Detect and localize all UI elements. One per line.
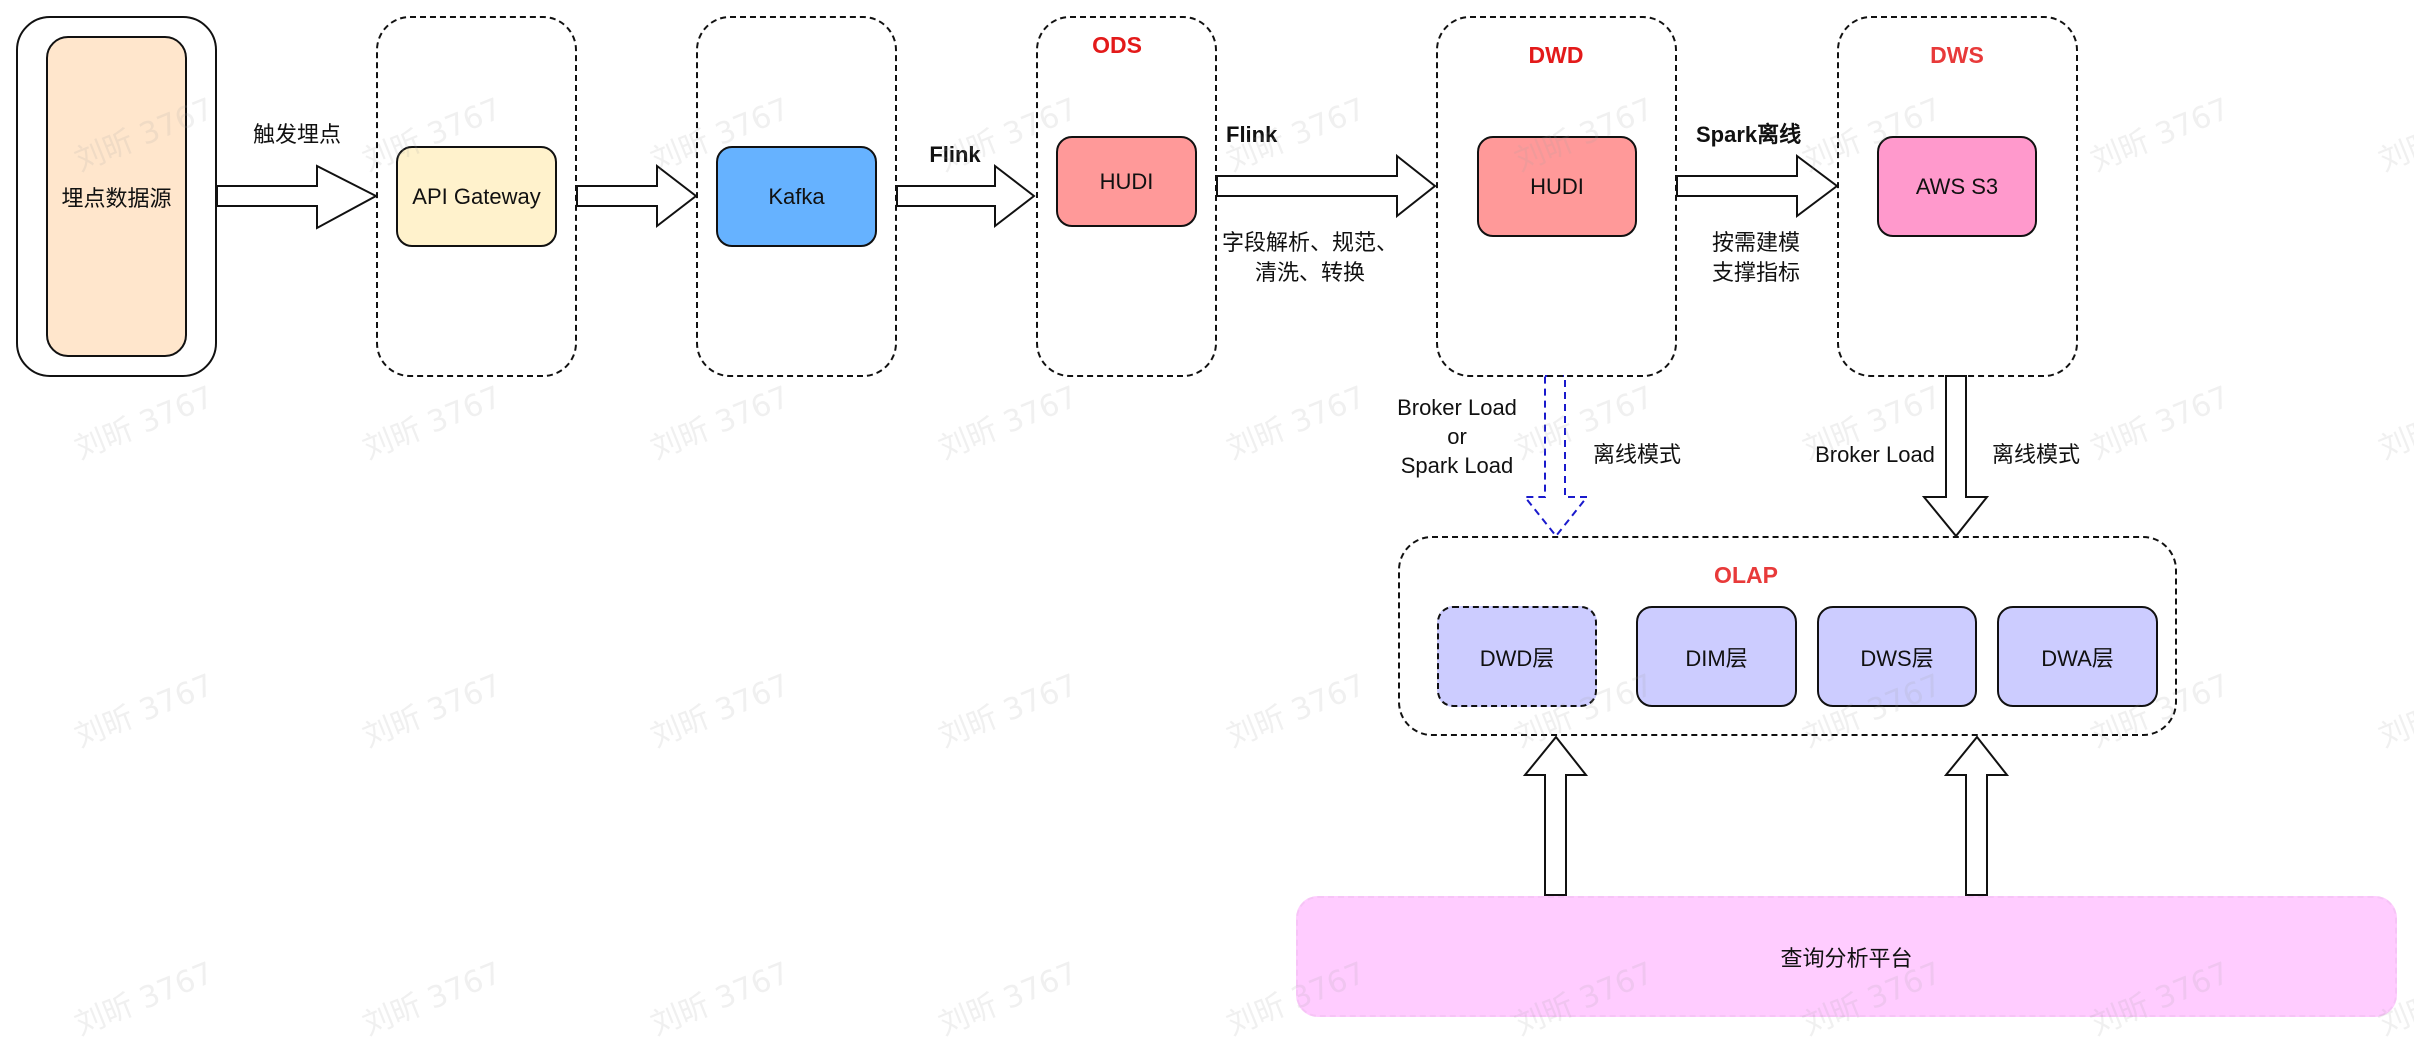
aws-s3-node[interactable]: AWS S3	[1877, 136, 2037, 237]
edge-label-spark-offline: Spark离线	[1696, 122, 1802, 147]
edge-label-trigger-tracking: 触发埋点	[252, 122, 341, 147]
arrow-kafka-to-ods	[896, 163, 1036, 229]
edge-label-flink-2: Flink	[1226, 122, 1278, 147]
dws-title: DWS	[1930, 42, 1984, 68]
olap-layer-dwd[interactable]: DWD层	[1437, 606, 1597, 707]
dwd-title: DWD	[1528, 42, 1584, 68]
arrow-dws-to-olap	[1921, 375, 1990, 538]
arrow-dwd-to-dws	[1676, 154, 1839, 218]
arrow-ods-to-dwd	[1216, 153, 1437, 219]
api-gateway-label: API Gateway	[412, 183, 541, 209]
edge-caption-parse-normalize: 字段解析、规范、	[1221, 230, 1398, 255]
dwd-hudi-node[interactable]: HUDI	[1477, 136, 1637, 237]
arrow-platform-to-olap-left	[1522, 735, 1589, 896]
source-label: 埋点数据源	[61, 185, 172, 211]
olap-layer-dwa-label: DWA层	[2041, 645, 2114, 671]
dws-stage-container	[1837, 16, 2078, 377]
edge-label-offline-mode-2: 离线模式	[1991, 442, 2080, 467]
olap-layer-dws-label: DWS层	[1860, 645, 1934, 671]
edge-label-or: or	[1447, 424, 1467, 449]
edge-label-broker-load-2: Broker Load	[1815, 442, 1935, 467]
arrow-platform-to-olap-right	[1943, 735, 2010, 896]
kafka-label: Kafka	[768, 183, 825, 209]
dwd-hudi-label: HUDI	[1530, 173, 1584, 199]
ods-stage-container	[1036, 16, 1217, 377]
kafka-stage-container	[696, 16, 897, 377]
olap-layer-dim-label: DIM层	[1685, 645, 1748, 671]
api-gateway-node[interactable]: API Gateway	[396, 146, 557, 247]
ods-hudi-label: HUDI	[1099, 168, 1154, 194]
dwd-stage-container	[1436, 16, 1677, 377]
olap-title: OLAP	[1714, 562, 1778, 588]
edge-label-spark-load: Spark Load	[1400, 453, 1514, 478]
edge-label-offline-mode-1: 离线模式	[1592, 442, 1681, 467]
aws-s3-label: AWS S3	[1915, 173, 1999, 199]
olap-layer-dwa[interactable]: DWA层	[1997, 606, 2158, 707]
gateway-stage-container	[376, 16, 577, 377]
olap-layer-dim[interactable]: DIM层	[1636, 606, 1797, 707]
edge-caption-support-metrics: 支撑指标	[1711, 260, 1800, 285]
arrow-gateway-to-kafka	[576, 163, 698, 229]
olap-layer-dws[interactable]: DWS层	[1817, 606, 1977, 707]
edge-caption-clean-transform: 清洗、转换	[1254, 260, 1365, 285]
edge-caption-model-on-demand: 按需建模	[1711, 230, 1800, 255]
tracking-data-source-node[interactable]: 埋点数据源	[46, 36, 187, 357]
arrow-source-to-gateway	[216, 164, 379, 230]
query-analysis-platform-label: 查询分析平台	[1780, 945, 1913, 971]
edge-label-flink-1: Flink	[929, 142, 981, 167]
kafka-node[interactable]: Kafka	[716, 146, 877, 247]
olap-container	[1398, 536, 2177, 736]
ods-title: ODS	[1092, 32, 1142, 58]
arrow-dwd-to-olap-dashed	[1522, 375, 1590, 538]
edge-label-broker-load-1: Broker Load	[1397, 395, 1517, 420]
query-analysis-platform[interactable]: 查询分析平台	[1296, 896, 2397, 1017]
olap-layer-dwd-label: DWD层	[1479, 645, 1555, 671]
ods-hudi-node[interactable]: HUDI	[1056, 136, 1197, 227]
